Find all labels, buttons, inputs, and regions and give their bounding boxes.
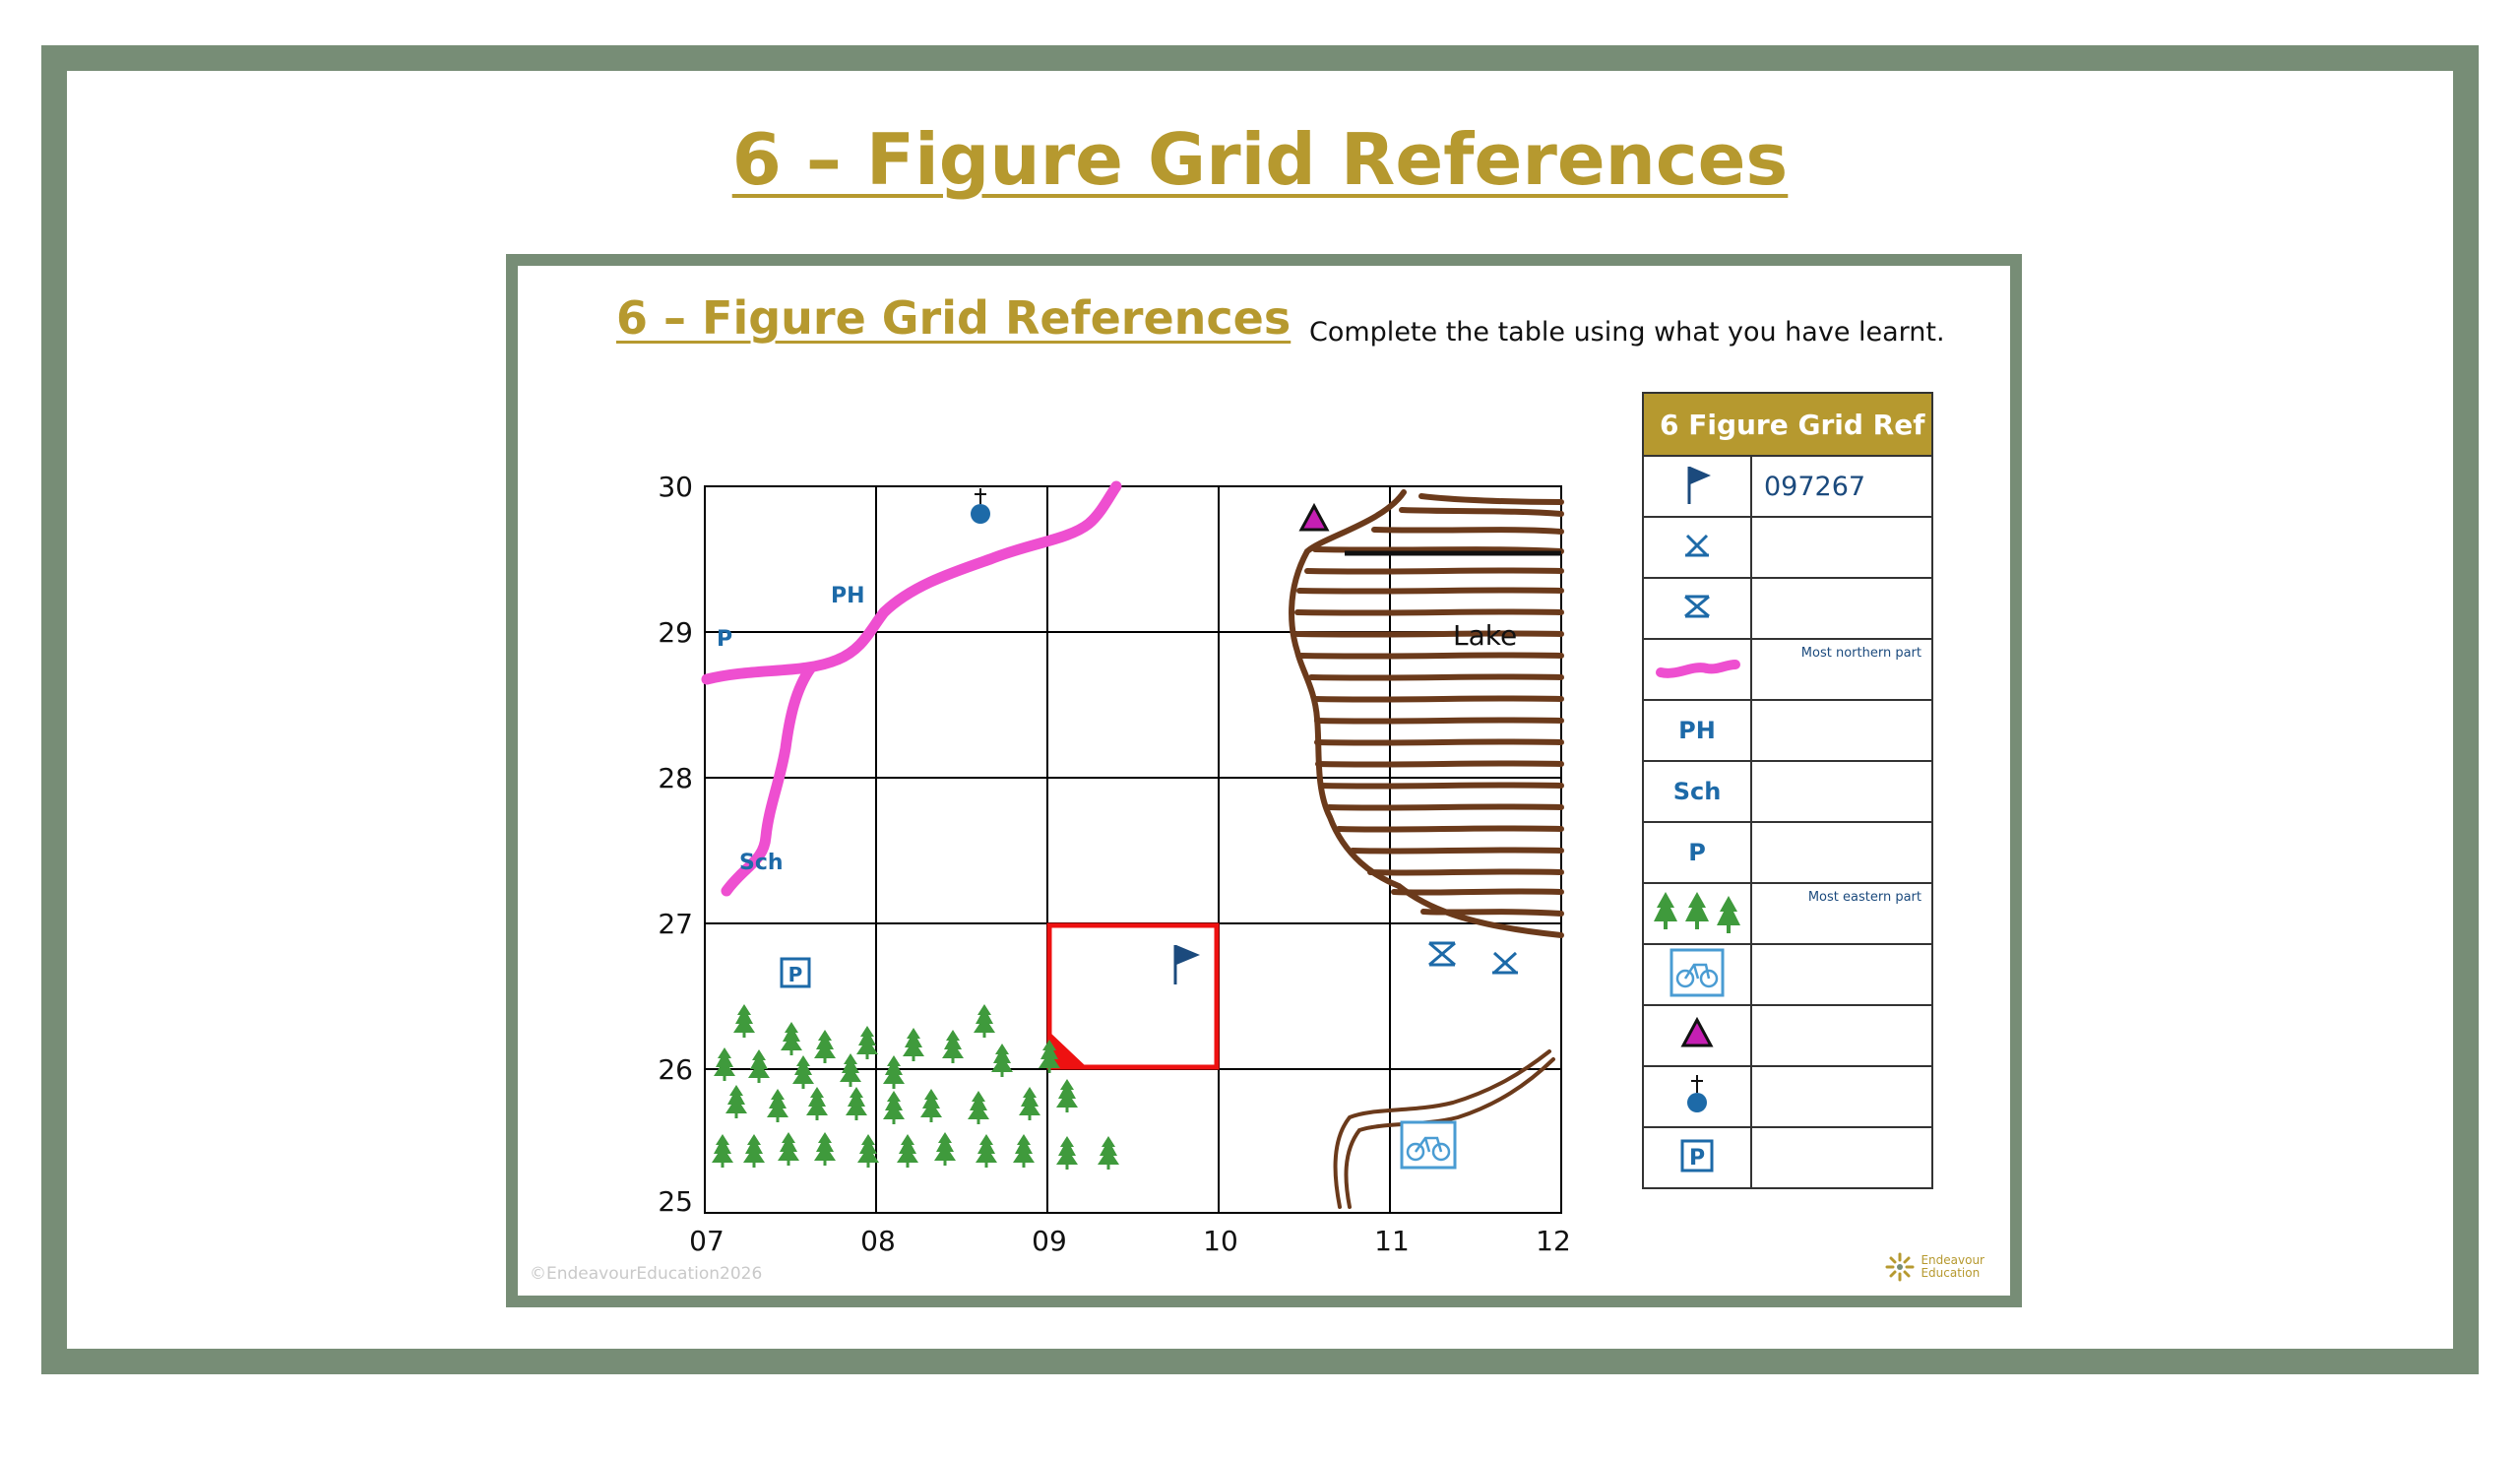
northing-label-26: 26 <box>658 1053 693 1086</box>
ref-value-cell[interactable] <box>1750 1004 1933 1067</box>
flag-icon <box>1687 467 1711 504</box>
copyright-text: ©EndeavourEducation2026 <box>530 1264 763 1284</box>
ref-value-cell[interactable]: Most northern part <box>1750 638 1933 701</box>
easting-label-10: 10 <box>1203 1225 1238 1257</box>
easting-label-07: 07 <box>689 1225 724 1257</box>
table-row: P <box>1642 821 1933 884</box>
ref-value-cell[interactable] <box>1750 760 1933 823</box>
church-icon <box>971 488 990 524</box>
easting-label-11: 11 <box>1374 1225 1410 1257</box>
lake-label: Lake <box>1453 619 1517 652</box>
table-row: P <box>1642 1126 1933 1189</box>
school-label: Sch <box>739 851 784 875</box>
svg-text:P: P <box>788 963 803 986</box>
worksheet-title: 6 – Figure Grid References <box>616 291 1292 345</box>
triangle-icon <box>1298 502 1330 532</box>
ref-value-cell[interactable] <box>1750 821 1933 884</box>
ref-value: 097267 <box>1764 471 1866 502</box>
pub-label: PH <box>1678 717 1716 744</box>
campsite-icon <box>1685 534 1709 557</box>
table-row <box>1642 1004 1933 1067</box>
table-row <box>1642 1065 1933 1128</box>
p-label: P <box>1688 839 1706 866</box>
hint-note: Most eastern part <box>1807 890 1922 905</box>
campsite-icon <box>1492 951 1518 975</box>
woodland <box>712 1004 1119 1170</box>
table-row: Sch <box>1642 760 1933 823</box>
caravan-icon <box>1428 941 1456 967</box>
table-row <box>1642 943 1933 1006</box>
table-row <box>1642 516 1933 579</box>
caravan-icon <box>1684 595 1710 618</box>
lake <box>1289 489 1564 938</box>
highlighted-grid-square <box>1046 922 1220 1070</box>
hint-note: Most northern part <box>1800 646 1922 661</box>
ref-value-cell[interactable] <box>1750 577 1933 640</box>
triangle-icon <box>1680 1016 1714 1047</box>
grid-map: 30 29 28 27 26 25 07 08 09 10 11 12 <box>658 471 1570 1257</box>
road-icon <box>1656 660 1740 678</box>
instruction-text: Complete the table using what you have l… <box>1309 317 1945 348</box>
page-title: 6 – Figure Grid References <box>731 118 1789 201</box>
table-row: Most eastern part <box>1642 882 1933 945</box>
northing-label-30: 30 <box>658 471 693 503</box>
sunburst-icon <box>1885 1252 1915 1282</box>
table-header: 6 Figure Grid Ref <box>1642 392 1933 457</box>
school-label: Sch <box>1672 778 1722 805</box>
logo-line2: Education <box>1921 1266 1981 1280</box>
flag-icon <box>1173 945 1200 984</box>
ref-value-cell[interactable]: Most eastern part <box>1750 882 1933 945</box>
ref-value-cell[interactable] <box>1750 699 1933 762</box>
ref-value-cell[interactable]: 097267 <box>1750 455 1933 518</box>
church-icon <box>1687 1075 1707 1112</box>
ref-value-cell[interactable] <box>1750 1065 1933 1128</box>
bicycle-icon <box>1400 1120 1457 1170</box>
p-label: P <box>717 627 732 652</box>
ref-value-cell[interactable] <box>1750 943 1933 1006</box>
table-row: 097267 <box>1642 455 1933 518</box>
parking-icon: P <box>780 957 811 988</box>
northing-label-25: 25 <box>658 1185 693 1218</box>
ref-value-cell[interactable] <box>1750 1126 1933 1189</box>
road <box>701 480 1122 897</box>
svg-text:P: P <box>1689 1146 1705 1171</box>
grid-reference-table: 6 Figure Grid Ref 097267 Most northern p… <box>1642 392 1933 1189</box>
easting-label-08: 08 <box>860 1225 896 1257</box>
northing-label-29: 29 <box>658 616 693 649</box>
table-row <box>1642 577 1933 640</box>
ref-value-cell[interactable] <box>1750 516 1933 579</box>
worksheet-slide: 6 – Figure Grid References Complete the … <box>506 254 2022 1307</box>
parking-icon: P <box>1680 1139 1714 1172</box>
table-row: Most northern part <box>1642 638 1933 701</box>
trees-icon <box>1654 892 1740 933</box>
logo-line1: Endeavour <box>1921 1253 1984 1267</box>
bicycle-icon <box>1670 948 1725 997</box>
easting-label-09: 09 <box>1032 1225 1067 1257</box>
northing-label-28: 28 <box>658 762 693 794</box>
easting-label-12: 12 <box>1536 1225 1571 1257</box>
pub-label: PH <box>831 584 865 608</box>
table-row: PH <box>1642 699 1933 762</box>
northing-label-27: 27 <box>658 908 693 940</box>
